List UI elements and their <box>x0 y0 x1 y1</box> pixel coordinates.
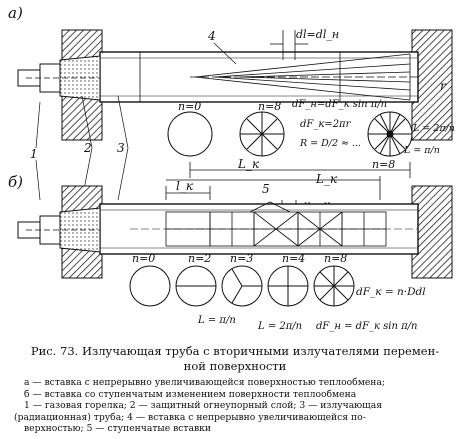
L-label: L_к <box>315 172 338 186</box>
caption-desc-line: б — вставка со ступенчатым изменением по… <box>24 388 357 400</box>
lk-label: l_к <box>176 179 194 193</box>
n8-top-right: n=8 <box>372 158 395 171</box>
caption-desc-line: 1 — газовая горелка; 2 — защитный огнеуп… <box>24 400 382 412</box>
caption-desc-line: а — вставка с непрерывно увеличивающейся… <box>24 377 385 388</box>
insert-continuous-a <box>190 53 418 101</box>
panel-a-label: а) <box>8 4 23 22</box>
dl-label-a: dl=dl_н <box>296 28 339 41</box>
callout-3: 3 <box>117 141 125 155</box>
dfk-formula-top: dF_н=dF_к sin π/n <box>292 99 387 110</box>
dim-Lk <box>189 162 411 178</box>
dfn-bottom: dF_н = dF_к sin π/n <box>316 321 417 332</box>
Lk-label: L_к <box>237 157 260 171</box>
stepped-inserts-b <box>130 201 418 247</box>
callout-5: 5 <box>262 182 270 196</box>
figure: а) 4 dl=dl_н r <box>8 4 455 332</box>
callout-1: 1 <box>30 147 38 161</box>
l-formula-top-2: L = π/n <box>403 145 440 156</box>
caption-desc-line: (радиационная) труба; 4 — вставка с непр… <box>14 411 366 423</box>
leader-4 <box>213 42 237 65</box>
n2-bottom: n=2 <box>188 252 211 265</box>
leaders-1-2-3 <box>35 95 129 201</box>
callout-4: 4 <box>207 29 216 43</box>
caption-title-line-2: ной поверхности <box>183 359 287 373</box>
r-label: r <box>440 79 447 93</box>
n3-bottom: n=3 <box>230 252 253 265</box>
dim-lk-L <box>165 176 381 200</box>
l-formula-top-1: L = 2π/n <box>412 123 455 134</box>
l2-bottom: L = 2π/n <box>257 321 302 332</box>
burner-a <box>17 55 101 101</box>
dfk-formula-bottom: dF_к = n·Ddl <box>356 286 426 298</box>
burner-b <box>17 207 101 253</box>
n4-bottom: n=4 <box>282 252 305 265</box>
n0-bottom: n=0 <box>132 252 155 265</box>
figure-caption-title: Рис. 73. Излучающая труба с вторичными и… <box>10 344 460 374</box>
caption-desc-line: верхностью; 5 — ступенчатые вставки <box>24 423 211 435</box>
dl-dimension-a <box>270 30 308 60</box>
cross-sections-a <box>167 111 413 157</box>
panel-b-label: б) <box>8 173 23 191</box>
n8-bottom: n=8 <box>324 252 347 265</box>
figure-caption-description: а — вставка с непрерывно увеличивающейся… <box>14 377 460 435</box>
caption-title-line-1: Рис. 73. Излучающая труба с вторичными и… <box>30 344 440 358</box>
callout-2: 2 <box>83 141 92 155</box>
r-formula-top: R = D/2 ≈ ... <box>299 138 361 149</box>
l1-bottom: L = π/n <box>197 315 236 326</box>
n0-top: n=0 <box>178 100 201 113</box>
dfk2-top: dF_к=2πr <box>300 119 352 130</box>
n8-top: n=8 <box>258 100 281 113</box>
cross-sections-b <box>129 265 355 307</box>
